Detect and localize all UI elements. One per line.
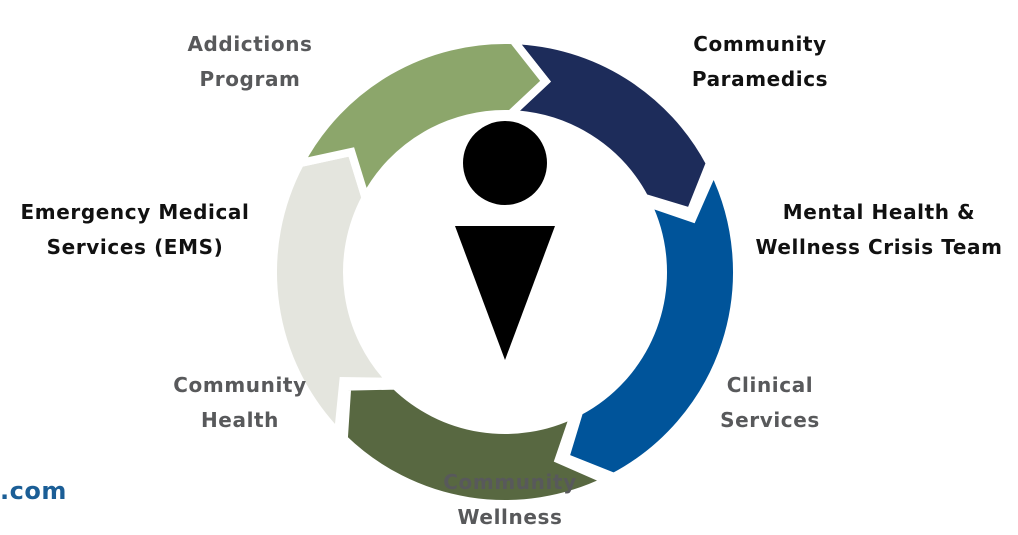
ring-segment-paramedics — [500, 35, 715, 217]
footer-url-link[interactable]: .com — [0, 477, 67, 505]
label-mental-health-crisis-team: Mental Health &Wellness Crisis Team — [755, 200, 1003, 259]
ring-segment-mental — [560, 160, 741, 482]
person-info-icon — [455, 121, 555, 360]
ring-segment-addictions — [292, 36, 551, 209]
ring-segment-wellness — [339, 381, 617, 508]
